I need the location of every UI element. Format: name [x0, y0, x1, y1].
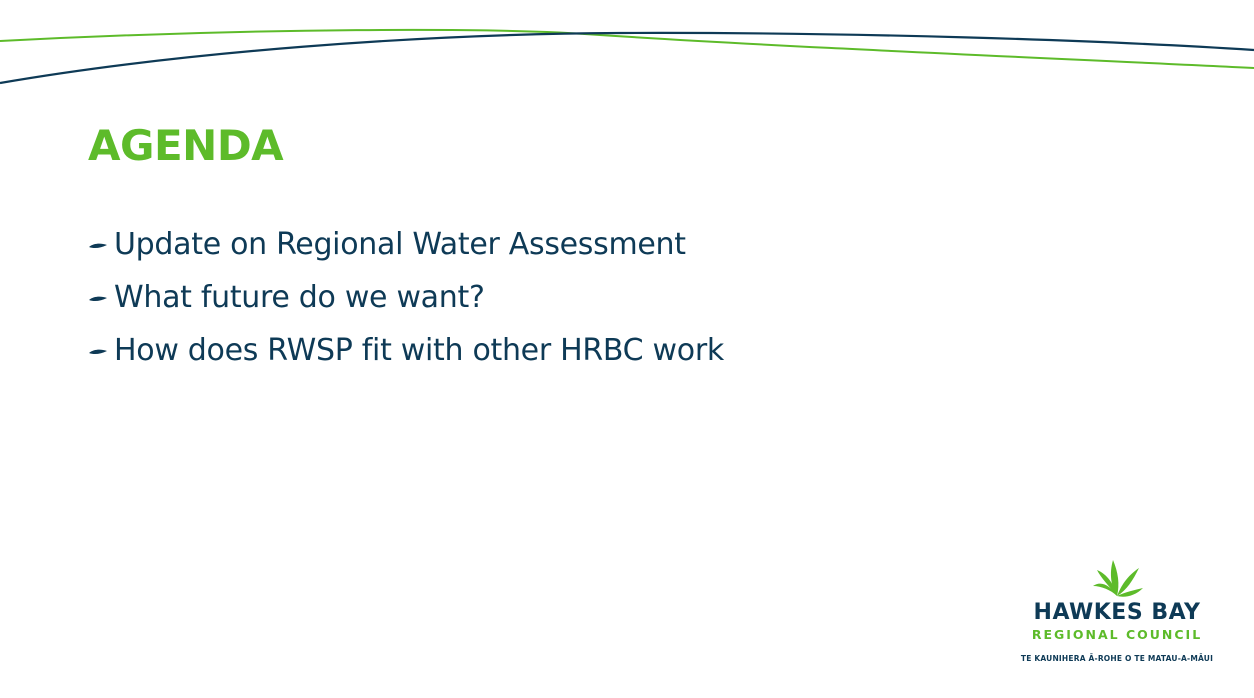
header-swoosh-decoration [0, 28, 1254, 85]
agenda-item: Update on Regional Water Assessment [88, 218, 724, 271]
logo-subtitle: REGIONAL COUNCIL [1031, 627, 1203, 642]
agenda-list: Update on Regional Water Assessment What… [88, 218, 724, 377]
fern-leaves-icon [1093, 560, 1143, 597]
dash-bullet-icon [89, 296, 107, 301]
green-swoosh-line [0, 28, 1254, 69]
agenda-item-text: How does RWSP fit with other HRBC work [114, 333, 724, 368]
agenda-item-text: What future do we want? [114, 280, 485, 315]
logo-tagline: TE KAUNIHERA Ā-ROHE O TE MATAU-A-MĀUI [1020, 654, 1214, 663]
slide-title: AGENDA [88, 121, 284, 170]
agenda-item: How does RWSP fit with other HRBC work [88, 324, 724, 377]
agenda-item-text: Update on Regional Water Assessment [114, 227, 686, 262]
dash-bullet-icon [89, 349, 107, 354]
dash-bullet-icon [89, 243, 107, 248]
council-logo: HAWKES BAY REGIONAL COUNCIL TE KAUNIHERA… [1012, 556, 1222, 672]
navy-swoosh-line [0, 31, 1254, 85]
logo-name: HAWKES BAY [1033, 600, 1201, 625]
agenda-item: What future do we want? [88, 271, 724, 324]
